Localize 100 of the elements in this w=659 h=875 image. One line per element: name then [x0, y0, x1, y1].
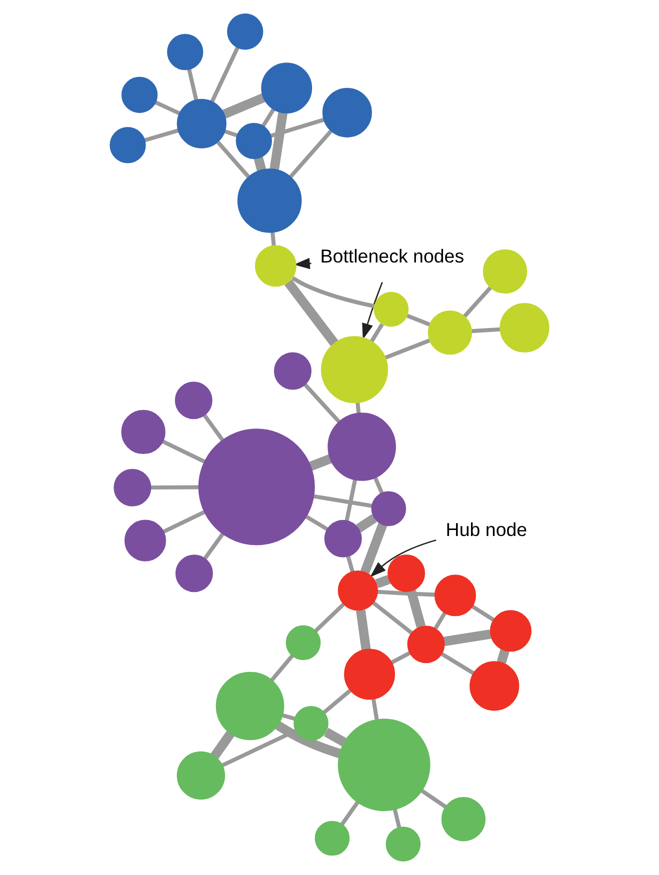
connector: [440, 652, 475, 675]
connector: [462, 286, 492, 318]
connector: [187, 68, 198, 100]
arrow: [370, 540, 436, 578]
node-circle: [261, 62, 312, 114]
node-circle: [371, 491, 406, 526]
connector: [282, 713, 296, 721]
connector: [222, 93, 266, 119]
connector: [375, 575, 390, 588]
connector: [496, 649, 510, 664]
connector: [372, 698, 379, 720]
node-text: Hub node: [446, 518, 528, 540]
connector: [150, 485, 199, 490]
node-circle: [386, 826, 421, 862]
node-circle: [328, 412, 396, 481]
node-circle: [490, 610, 532, 652]
connector: [406, 314, 430, 326]
node-circle: [500, 302, 550, 353]
node-circle: [441, 796, 486, 842]
node-circle: [428, 310, 472, 355]
connector: [314, 494, 372, 508]
node-circle: [322, 88, 372, 138]
node-circle: [482, 249, 528, 294]
connector: [270, 232, 276, 246]
connector: [270, 112, 288, 170]
connector: [210, 730, 234, 759]
connector: [210, 46, 240, 103]
connector: [224, 129, 238, 138]
connector: [162, 440, 206, 464]
connector: [270, 118, 324, 138]
connector: [154, 100, 180, 116]
node-circle: [434, 574, 476, 616]
node-circle: [237, 168, 302, 233]
node-circle: [374, 292, 409, 327]
connector: [162, 510, 206, 534]
node-circle: [338, 570, 378, 611]
node-circle: [114, 468, 152, 506]
connector: [262, 108, 276, 128]
node-circle: [338, 718, 430, 812]
connector: [254, 156, 266, 171]
connector: [216, 140, 250, 178]
connector: [346, 556, 354, 572]
connector: [292, 276, 376, 308]
connector: [203, 532, 224, 560]
connector: [344, 479, 358, 522]
connector: [471, 604, 495, 622]
connector: [144, 128, 179, 142]
node-circle: [121, 410, 166, 454]
connector: [270, 654, 294, 682]
node-circle: [121, 76, 158, 113]
connector: [384, 338, 431, 360]
connector: [356, 514, 377, 532]
node-circle: [216, 672, 284, 740]
node-circle: [176, 751, 226, 800]
node-circle: [388, 554, 426, 592]
connector: [471, 327, 500, 334]
node-text: Bottleneck nodes: [320, 246, 464, 267]
connector: [309, 454, 332, 471]
connector: [378, 590, 435, 597]
node-circle: [110, 127, 146, 164]
connector: [443, 630, 492, 646]
node-circle: [167, 34, 204, 70]
connector: [356, 610, 371, 650]
connector: [221, 728, 297, 768]
arrow: [362, 282, 383, 340]
connector: [284, 280, 338, 346]
node-circle: [124, 520, 166, 562]
node-circle: [176, 98, 226, 148]
connector: [202, 414, 224, 442]
node-circle: [175, 554, 213, 592]
node-circle: [470, 661, 520, 711]
node-circle: [286, 625, 321, 660]
connector: [434, 612, 446, 630]
node-circle: [314, 820, 350, 856]
connector: [390, 651, 411, 664]
node-circle: [324, 520, 362, 558]
connector: [304, 383, 341, 424]
connector: [305, 514, 328, 531]
node-circle: [344, 648, 395, 700]
node-circle: [236, 122, 272, 160]
node-circle: [320, 336, 388, 404]
connector: [370, 323, 384, 342]
node-circle: [294, 706, 328, 741]
node-circle: [198, 428, 315, 546]
node-circle: [254, 245, 296, 287]
connector: [314, 602, 345, 633]
connector: [322, 689, 352, 714]
connector: [373, 476, 384, 494]
connector: [324, 728, 346, 746]
connector: [360, 522, 388, 574]
node-circle: [274, 352, 312, 390]
connector: [340, 801, 360, 826]
node-circle: [407, 626, 445, 664]
connector: [356, 402, 361, 414]
connector: [392, 809, 402, 828]
connector: [420, 789, 447, 809]
node-circle: [174, 382, 212, 420]
connector: [275, 721, 342, 758]
connector: [406, 590, 426, 628]
connector: [372, 601, 413, 634]
